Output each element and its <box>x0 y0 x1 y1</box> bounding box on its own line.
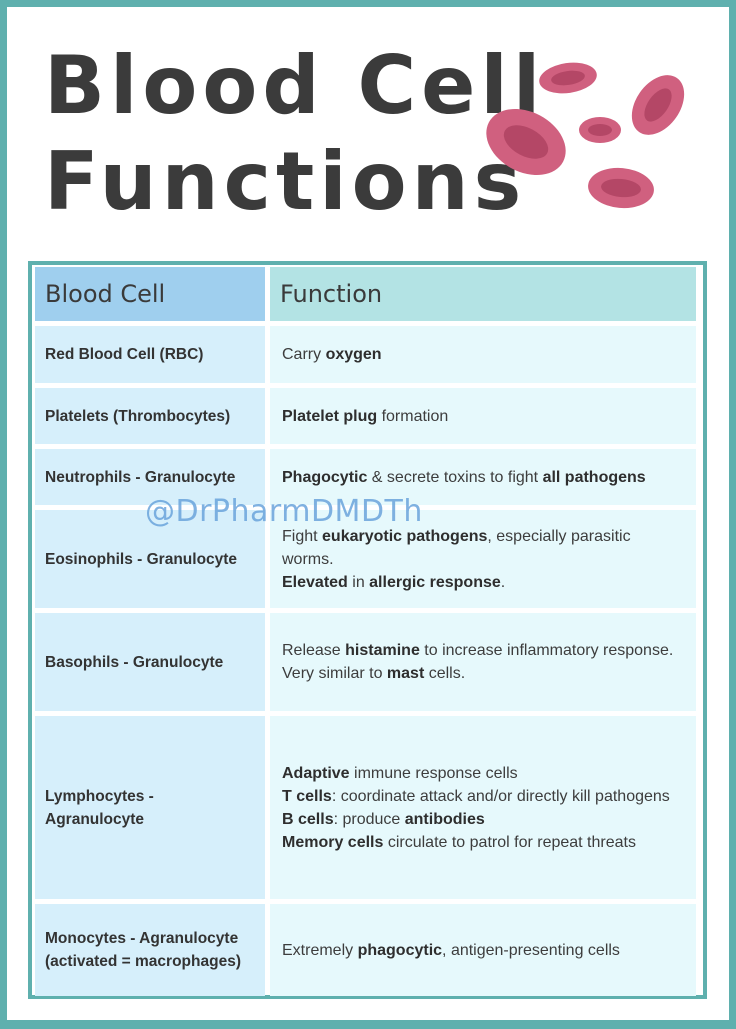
function-keyword: allergic response <box>369 573 501 591</box>
function-line: Extremely phagocytic, antigen-presenting… <box>282 939 686 962</box>
blood-cell-name: Neutrophils - Granulocyte <box>35 449 265 505</box>
blood-cell-function: Release histamine to increase inflammato… <box>270 613 696 711</box>
function-line: Carry oxygen <box>282 343 686 366</box>
function-line: Fight eukaryotic pathogens, especially p… <box>282 525 686 571</box>
function-line: Memory cells circulate to patrol for rep… <box>282 831 686 854</box>
function-keyword: all pathogens <box>542 468 646 486</box>
table-row: Red Blood Cell (RBC) Carry oxygen <box>35 326 696 383</box>
red-blood-cell-icon <box>588 167 654 209</box>
function-line: Platelet plug formation <box>282 405 686 428</box>
function-text: Fight <box>282 527 323 545</box>
function-keyword: antibodies <box>404 810 485 828</box>
blood-cell-name: Basophils - Granulocyte <box>35 613 265 711</box>
title-line-1: Blood Cell <box>44 39 546 132</box>
function-table: Blood Cell Function Red Blood Cell (RBC)… <box>30 262 701 1001</box>
blood-cell-name: Monocytes - Agranulocyte (activated = ma… <box>35 904 265 996</box>
table-row: Neutrophils - Granulocyte Phagocytic & se… <box>35 449 696 505</box>
blood-cell-function: Extremely phagocytic, antigen-presenting… <box>270 904 696 996</box>
function-line: Release histamine to increase inflammato… <box>282 639 686 662</box>
watermark: @DrPharmDMDTh <box>145 494 423 529</box>
function-text: cells. <box>424 665 466 682</box>
function-keyword: Memory cells <box>282 833 384 851</box>
table-header-row: Blood Cell Function <box>35 267 696 321</box>
red-blood-cells-illustration <box>486 62 685 209</box>
function-keyword: Adaptive <box>282 764 350 782</box>
function-keyword: phagocytic <box>357 941 443 959</box>
function-text: formation <box>377 407 449 425</box>
blood-cell-name: Platelets (Thrombocytes) <box>35 388 265 444</box>
header-blood-cell: Blood Cell <box>35 267 265 321</box>
function-text: Very similar to <box>282 665 387 682</box>
function-text: Extremely <box>282 941 358 959</box>
red-blood-cell-icon <box>539 62 597 94</box>
blood-cell-function: Phagocytic & secrete toxins to fight all… <box>270 449 696 505</box>
blood-cell-function: Platelet plug formation <box>270 388 696 444</box>
table-row: Basophils - Granulocyte Release histamine… <box>35 613 696 711</box>
function-keyword: eukaryotic pathogens <box>322 527 488 545</box>
blood-cell-name: Lymphocytes - Agranulocyte <box>35 716 265 899</box>
blood-cell-name: Eosinophils - Granulocyte <box>35 510 265 608</box>
function-keyword: B cells <box>282 810 334 828</box>
function-keyword: Elevated <box>282 573 348 591</box>
function-line: Adaptive immune response cells <box>282 762 686 785</box>
red-blood-cell-icon <box>631 75 685 135</box>
function-line: Very similar to mast cells. <box>282 662 686 685</box>
function-text: , antigen-presenting cells <box>442 941 620 959</box>
function-text: in <box>347 573 370 591</box>
table-row: Platelets (Thrombocytes) Platelet plug fo… <box>35 388 696 444</box>
blood-cell-name: Red Blood Cell (RBC) <box>35 326 265 383</box>
table-row: Eosinophils - Granulocyte Fight eukaryoti… <box>35 510 696 608</box>
function-text: immune response cells <box>349 764 518 782</box>
function-text: . <box>500 573 506 591</box>
function-text: Carry <box>282 346 326 363</box>
function-text: to increase inflammatory response. <box>419 642 674 659</box>
red-blood-cell-icon <box>486 108 566 176</box>
page-title: Blood Cell Functions <box>44 38 545 230</box>
table-row: Monocytes - Agranulocyte (activated = ma… <box>35 904 696 996</box>
function-keyword: histamine <box>345 642 420 659</box>
function-text: circulate to patrol for repeat threats <box>383 833 636 851</box>
table-row: Lymphocytes - Agranulocyte Adaptive immun… <box>35 716 696 899</box>
function-line: B cells: produce antibodies <box>282 808 686 831</box>
function-keyword: Platelet plug <box>282 407 378 425</box>
function-text: & secrete toxins to fight <box>367 468 543 486</box>
header-function: Function <box>270 267 696 321</box>
function-text: : produce <box>333 810 405 828</box>
function-text: Release <box>282 642 346 659</box>
function-keyword: mast <box>386 665 425 682</box>
blood-cell-function: Carry oxygen <box>270 326 696 383</box>
blood-cell-table: Blood Cell Function Red Blood Cell (RBC)… <box>28 261 707 999</box>
red-blood-cell-icon <box>579 117 621 143</box>
function-text: , especially parasitic worms. <box>282 527 631 568</box>
function-text: : coordinate attack and/or directly kill… <box>331 787 670 805</box>
function-line: Elevated in allergic response. <box>282 571 686 594</box>
function-keyword: T cells <box>282 787 332 805</box>
function-keyword: oxygen <box>325 346 382 363</box>
title-line-2: Functions <box>44 135 527 228</box>
function-keyword: Phagocytic <box>282 468 368 486</box>
blood-cell-function: Fight eukaryotic pathogens, especially p… <box>270 510 696 608</box>
function-line: T cells: coordinate attack and/or direct… <box>282 785 686 808</box>
function-line: Phagocytic & secrete toxins to fight all… <box>282 466 686 489</box>
